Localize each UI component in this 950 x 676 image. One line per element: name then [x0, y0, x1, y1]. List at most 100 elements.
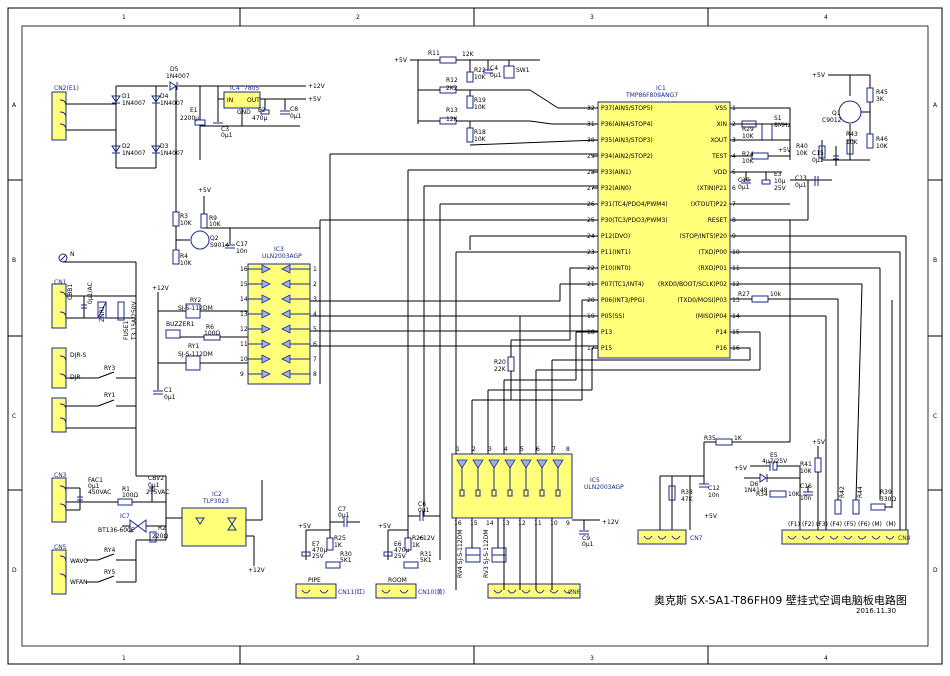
ic5-pin-1: 1: [456, 446, 460, 453]
r6-val: 100Ω: [204, 330, 220, 337]
mains-input-section: N CN1 CBB1 0μ1/AC ZNR1 FUSE1 T3.15A/250V…: [51, 251, 266, 595]
r35-ref: R35: [704, 435, 716, 442]
r42-ref: R42: [839, 486, 846, 498]
row-label-d-r: D: [933, 567, 938, 574]
ic3-uln2003: IC3 ULN2003AGP 16 15 14 13 12 11 10 9 1 …: [240, 246, 317, 385]
c13-val: 0μ1: [795, 182, 807, 189]
sw1-switch: [503, 65, 515, 79]
r3-val: 10K: [180, 220, 193, 227]
test-v5: +5V: [778, 147, 792, 154]
c4-ref: C4: [490, 65, 498, 72]
mcu-pin-num-6: 6: [732, 185, 736, 192]
mcu-pin-name-22: P10(INT0): [601, 265, 631, 272]
c10-val: 0μ1: [738, 184, 750, 191]
ic3-pin-5: 5: [313, 326, 317, 333]
cbv2-val2: 275VAC: [146, 489, 169, 496]
r26-ref: R26: [412, 535, 424, 542]
mcu-pin-name-7: (XTOUT)P22: [691, 201, 728, 208]
ic5-pin-7: 7: [552, 446, 556, 453]
ic3-gate-5: [261, 324, 271, 334]
ic5-pin-4: 4: [504, 446, 508, 453]
mcu-body: [597, 101, 731, 359]
e5-v5: +5V: [734, 465, 748, 472]
cn8-pin-m1: (M): [872, 521, 882, 528]
cn2-connector: [51, 91, 67, 141]
fuse-ref: FUSE1: [123, 321, 130, 340]
e6-val2: 25V: [394, 553, 407, 560]
row-label-d: D: [12, 567, 17, 574]
cn-aux-connector: [51, 397, 67, 433]
c15-ref: C15: [812, 150, 824, 157]
ic3-driver-gates: [248, 264, 310, 379]
q1-driver-section: +5V R45 3K Q1 C9012 R46 10K R40 10K C15 …: [796, 72, 889, 166]
row-label-b: B: [12, 257, 16, 264]
ic3-pin-4: 4: [313, 311, 317, 318]
mcu-pin-name-30: P35(AIN3/STOP3): [601, 137, 653, 144]
ic5-ref: IC5: [590, 477, 600, 484]
ic7-ref: IC7: [120, 513, 130, 520]
ic3-right-pins: 1 2 3 4 5 6 7 8: [313, 266, 317, 378]
r22-ref: R22: [474, 67, 486, 74]
e2-val: 470μ: [252, 115, 267, 122]
cn7-connector: [637, 529, 687, 545]
ic5-pin-3: 3: [488, 446, 492, 453]
mcu-pin-name-20: P06(INT3/PPG): [601, 297, 645, 304]
q1-transistor: [838, 100, 862, 124]
cn5-label: CN5: [54, 544, 67, 551]
djr-connector: [51, 347, 67, 389]
ic5-v12: +12V: [602, 519, 620, 526]
r30-ref: R30: [340, 551, 352, 558]
cn8-label: CN8: [898, 535, 911, 542]
mcu-ref: IC1: [656, 85, 666, 92]
ic3-pin-15: 15: [240, 281, 248, 288]
room-v5: +5V: [378, 523, 392, 530]
ry4-ref: RY4: [104, 547, 115, 554]
mcu-pin-name-19: P05(SS): [601, 313, 625, 320]
mcu-pin-name-18: P13: [601, 329, 612, 336]
ry5-ref: RY5: [104, 569, 115, 576]
ic5-uln2003: IC5 ULN2003AGP 1 2 3 4 5 6 7 8 16 15 14 …: [451, 446, 624, 548]
ic7-part: BT136-600E: [98, 527, 135, 534]
d4-val: 1N4007: [160, 100, 184, 107]
ry1-ref: RY1: [188, 343, 199, 350]
cn8-pin-labels: (F1) (F2) (F3) (F4) (F5) (F6) (M) (M): [788, 521, 896, 528]
mcu-pin-name-3: XOUT: [710, 137, 727, 144]
ry2-val: SJ-S-112DM: [178, 305, 213, 312]
d6-val: 1N4148: [744, 487, 768, 494]
mcu-pin-num-17: 17: [587, 345, 595, 352]
d6-ref: D6: [750, 481, 759, 488]
ic5-pin-9: 9: [566, 520, 570, 527]
cn8-pin-f5: (F5): [844, 521, 856, 528]
r35-val: 1K: [734, 435, 743, 442]
r18-val: 10K: [474, 136, 487, 143]
ic5-pin-8: 8: [566, 446, 570, 453]
key-v5: +5V: [394, 57, 408, 64]
r2-ref: R2: [158, 525, 166, 532]
r44-ref: R44: [857, 486, 864, 498]
ic3-pin-14: 14: [240, 296, 248, 303]
d5-ref: D5: [170, 66, 179, 73]
cbv2-val: 0μ1: [148, 482, 160, 489]
r19-val: 10K: [474, 104, 487, 111]
v12-label: +12V: [308, 83, 326, 90]
ic3-pin-11: 11: [240, 341, 248, 348]
buzzer-icon: [165, 329, 181, 339]
mcu-pin-num-28: 28: [587, 169, 595, 176]
e3-val2: 25V: [774, 185, 787, 192]
r11-ref: R11: [428, 50, 440, 57]
r40-ref: R40: [796, 143, 808, 150]
cn6-label: CN6: [568, 589, 581, 596]
mcu-pin-name-28: P33(AIN1): [601, 169, 631, 176]
c16-ref: C16: [800, 483, 812, 490]
v5-label: +5V: [308, 96, 322, 103]
cn8-pin-f1: (F1): [788, 521, 800, 528]
djr-s-label: DJR-S: [70, 352, 86, 359]
row-label-a-r: A: [933, 102, 938, 109]
r30-val: 5K1: [340, 557, 352, 564]
row-label-c-r: C: [933, 413, 937, 420]
znr1-ref: ZNR1: [99, 305, 106, 322]
fac1-val: 0μ1: [88, 483, 100, 490]
e5-val: 4μ7/25V: [762, 458, 788, 465]
ic5-gate-3: [488, 459, 500, 469]
